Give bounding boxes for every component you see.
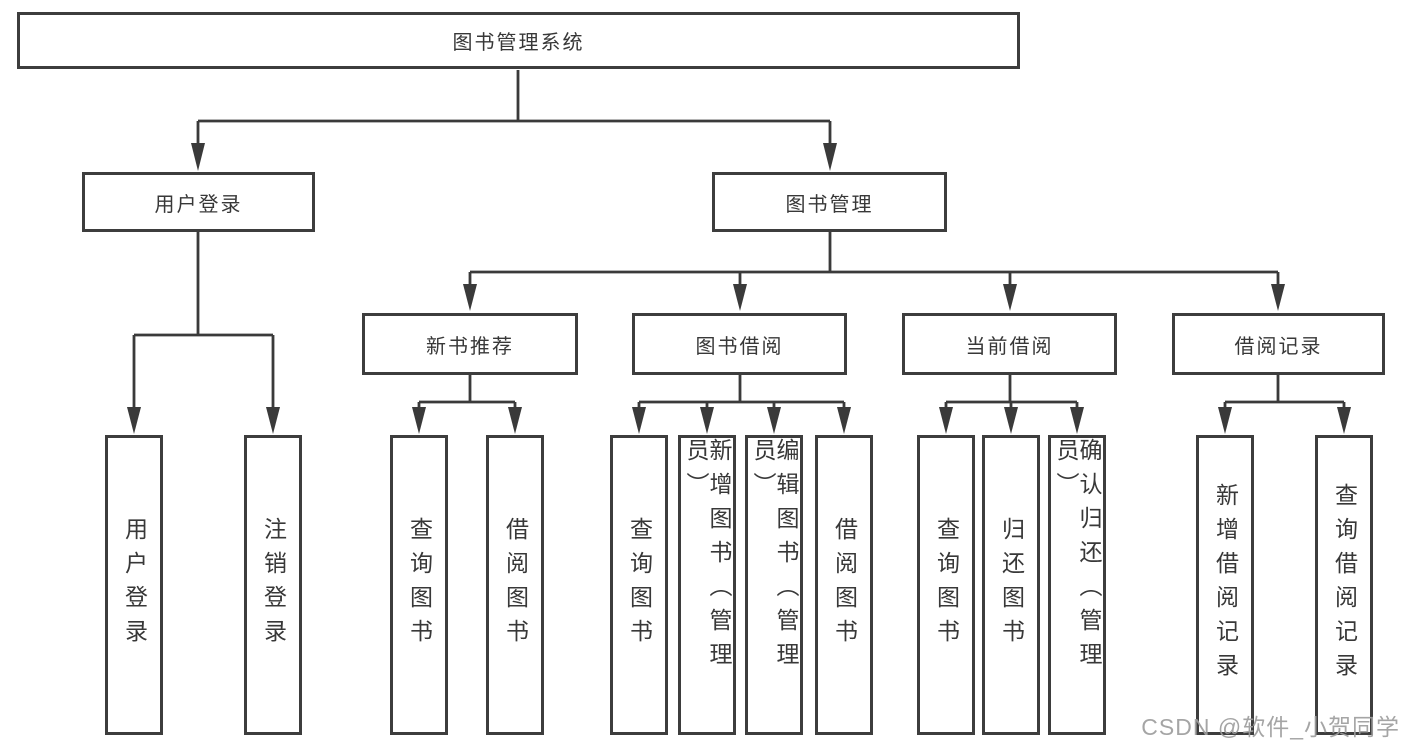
node-book-borrow: 图书借阅	[632, 313, 847, 375]
node-borrow-records: 借阅记录	[1172, 313, 1385, 375]
leaf-query-books-current: 查询图书	[917, 435, 975, 735]
connector-book-management-to-level3	[463, 232, 1285, 311]
connector-borrow-records-to-leaves	[1218, 375, 1351, 434]
leaf-add-book-admin: 新增图书（管理员）	[678, 435, 736, 735]
leaf-borrow-books: 借阅图书	[815, 435, 873, 735]
leaf-query-books-recommend: 查询图书	[390, 435, 448, 735]
leaf-confirm-return-admin: 确认归还（管理员）	[1048, 435, 1106, 735]
leaf-query-books-borrow: 查询图书	[610, 435, 668, 735]
connector-current-borrow-to-leaves	[939, 375, 1084, 434]
leaf-return-books: 归还图书	[982, 435, 1040, 735]
connector-new-book-recommend-to-leaves	[412, 375, 522, 434]
node-user-login: 用户登录	[82, 172, 315, 232]
csdn-watermark: CSDN @软件_小贺同学	[1141, 714, 1400, 740]
connector-user-login-to-leaves	[127, 232, 280, 434]
node-new-book-recommend: 新书推荐	[362, 313, 578, 375]
connector-root-to-level2	[191, 70, 837, 171]
leaf-edit-book-admin: 编辑图书（管理员）	[745, 435, 803, 735]
node-root: 图书管理系统	[17, 12, 1020, 69]
leaf-logout: 注销登录	[244, 435, 302, 735]
node-current-borrow: 当前借阅	[902, 313, 1117, 375]
node-book-management: 图书管理	[712, 172, 947, 232]
connector-book-borrow-to-leaves	[632, 375, 851, 434]
leaf-user-login: 用户登录	[105, 435, 163, 735]
leaf-query-borrow-record: 查询借阅记录	[1315, 435, 1373, 735]
leaf-borrow-books-recommend: 借阅图书	[486, 435, 544, 735]
leaf-add-borrow-record: 新增借阅记录	[1196, 435, 1254, 735]
